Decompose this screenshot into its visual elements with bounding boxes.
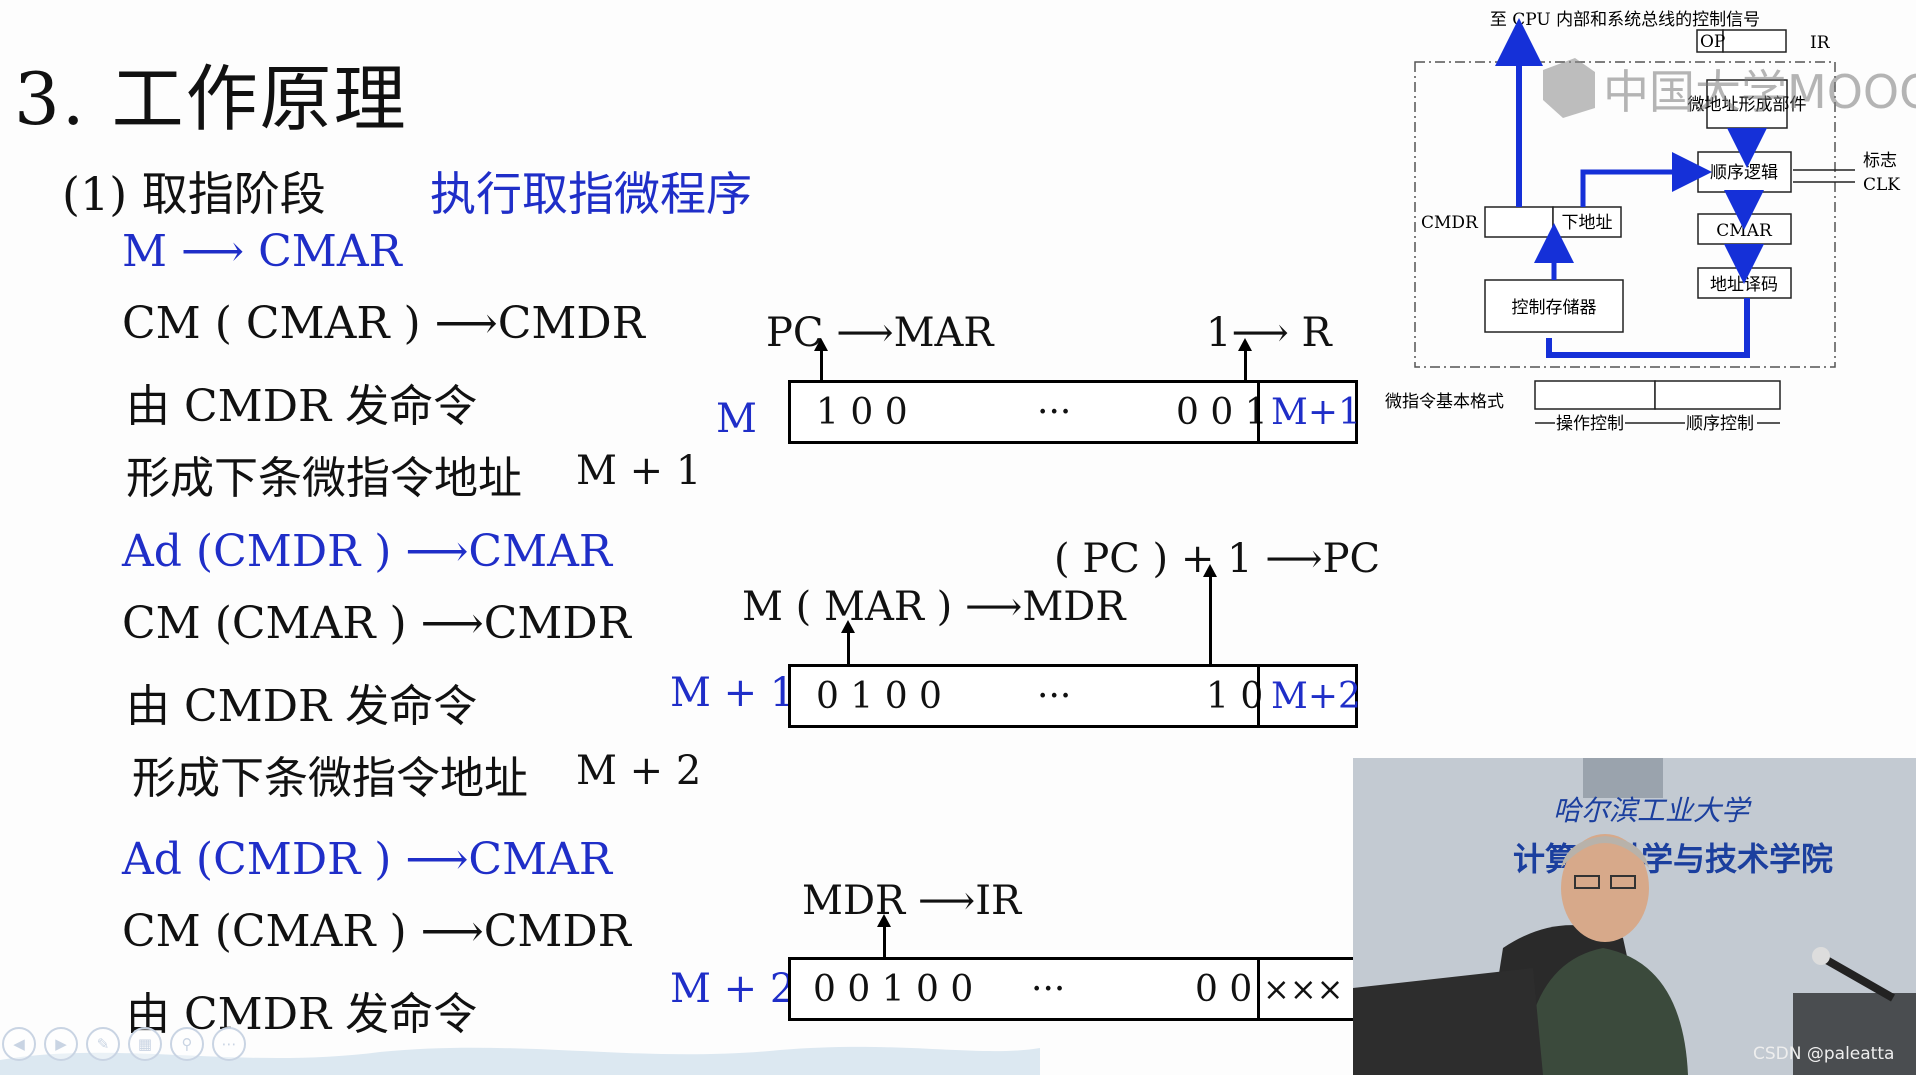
micro-op-set-r: 1⟶ R [1206,310,1332,356]
micro-address-m: M [716,396,757,442]
glasses-right [1610,875,1636,889]
clk-label: CLK [1863,175,1900,195]
school-emblem [1583,758,1663,798]
bits-right: 0 0 [1195,968,1253,1010]
flag-label: 标志 [1863,151,1897,171]
ir-register [1722,29,1787,53]
slide-title: 3. 工作原理 [14,57,408,141]
laptop [1353,968,1543,1075]
wave-shape [0,1046,1040,1075]
glasses-left [1574,875,1600,889]
watermark-text: 中国大学MOOC [1603,65,1916,119]
mooc-watermark: 中国大学MOOC [1543,58,1916,119]
step-next-address-1: 形成下条微指令地址 [126,453,522,504]
next-address-label: 下地址 [1562,213,1613,233]
address-generator [1706,79,1788,129]
lecturer-head [1561,834,1649,942]
control-store [1484,279,1624,333]
ellipsis: ··· [1037,675,1072,717]
field-divider [1257,960,1260,1018]
next-address-field: M+1 [1271,391,1361,433]
lecturer-hair [1561,836,1649,868]
sequence-logic-label: 顺序逻辑 [1710,163,1778,183]
address-generator-label: 微地址形成部件 [1688,95,1807,115]
step-issue-command-1: 由 CMDR 发命令 [126,381,478,432]
bits-left: 1 0 0 [816,391,908,433]
phase-note: 执行取指微程序 [430,167,752,221]
credit-text: CSDN @paleatta [1753,1044,1895,1064]
next-slide-icon[interactable]: ▶ [44,1027,78,1061]
slide-toolbar: ◀ ▶ ✎ ▦ ⚲ ⋯ [2,1027,246,1067]
arrow-up-pc-mar [814,338,828,380]
micro-op-mem-to-mdr: M ( MAR ) ⟶MDR [742,584,1126,630]
bits-left: 0 0 1 0 0 [813,968,974,1010]
microphone [1821,954,1895,1002]
control-signal-label: 至 CPU 内部和系统总线的控制信号 [1490,10,1760,30]
micro-op-pc-to-mar: PC ⟶MAR [766,310,994,356]
bits-left: 0 1 0 0 [816,675,942,717]
bottom-decoration [0,1046,1040,1075]
micro-op-pc-increment: ( PC ) + 1 ⟶PC [1054,536,1381,582]
arrow-up-pc-increment [1203,564,1217,665]
bits-right: 1 0 [1206,675,1264,717]
step-next-address-2: 形成下条微指令地址 [132,753,528,804]
micro-op-mdr-to-ir: MDR ⟶IR [802,878,1022,924]
next-address-field: M+2 [1271,675,1361,717]
next-address-value-2: M + 2 [576,748,702,794]
phase-label: (1) 取指阶段 [62,167,326,221]
op-label: OP [1700,32,1725,52]
department-sign-text: 计算机科学与技术学院 [1513,840,1833,878]
microinstruction-m: 1 0 0 ··· 0 0 1 M+1 [788,380,1361,444]
step-issue-command-2: 由 CMDR 发命令 [126,681,478,732]
decoder-to-store-path [1546,298,1750,358]
step-ad-cmdr-to-cmar-2: Ad (CMDR ) ⟶CMAR [122,834,613,885]
field-divider [1257,667,1260,725]
control-store-label: 控制存储器 [1512,298,1597,318]
lecturer-video-frame: 哈尔滨工业大学 计算机科学与技术学院 [1353,758,1916,1075]
cmdr-label: CMDR [1421,213,1479,233]
ellipsis: ··· [1031,968,1066,1010]
step-m-to-cmar: M ⟶ CMAR [122,226,402,277]
lecturer-video[interactable]: 哈尔滨工业大学 计算机科学与技术学院 [1353,758,1916,1075]
slides-grid-icon[interactable]: ▦ [128,1027,162,1061]
more-options-icon[interactable]: ⋯ [212,1027,246,1061]
format-op-field [1534,380,1656,410]
arrow-up-mdr-ir [877,914,891,958]
previous-slide-icon[interactable]: ◀ [2,1027,36,1061]
pen-icon[interactable]: ✎ [86,1027,120,1061]
format-seq-field [1654,380,1781,410]
step-cm-to-cmdr-1: CM ( CMAR ) ⟶CMDR [122,298,645,349]
cmar-label: CMAR [1716,221,1773,241]
step-ad-cmdr-to-cmar-1: Ad (CMDR ) ⟶CMAR [122,526,613,577]
address-decoder-label: 地址译码 [1710,275,1778,295]
step-cm-to-cmdr-2: CM (CMAR ) ⟶CMDR [122,598,631,649]
ellipsis: ··· [1037,391,1072,433]
next-address-path [1580,152,1712,207]
cmdr-control-field [1484,206,1554,238]
step-cm-to-cmdr-3: CM (CMAR ) ⟶CMDR [122,906,631,957]
micro-address-m1: M + 1 [670,670,796,716]
mooc-logo-icon [1543,58,1595,118]
desk-edge [1793,993,1916,1075]
zoom-icon[interactable]: ⚲ [170,1027,204,1061]
op-control-label: 操作控制 [1556,414,1624,434]
seq-control-label: 顺序控制 [1686,414,1754,434]
microphone-head [1812,947,1830,965]
arrow-up-mem-mdr [841,620,855,665]
school-sign-text: 哈尔滨工业大学 [1553,794,1752,827]
bits-right: 0 0 1 [1176,391,1268,433]
microinstruction-m2: 0 0 1 0 0 ··· 0 0 ××× [788,957,1358,1021]
lecturer-body [1523,948,1688,1075]
microinstruction-m1: 0 1 0 0 ··· 1 0 M+2 [788,664,1361,728]
field-divider [1257,383,1260,441]
next-address-field: ××× [1263,970,1344,1008]
format-label: 微指令基本格式 [1385,392,1504,412]
ir-label: IR [1810,33,1831,53]
arrow-up-set-r [1238,338,1252,380]
next-address-value-1: M + 1 [576,448,702,494]
micro-address-m2: M + 2 [670,966,796,1012]
microprogram-controller-diagram: 至 CPU 内部和系统总线的控制信号 OP IR 微地址形成部件 顺序逻辑 标志… [1385,10,1916,434]
controller-boundary [1414,61,1836,368]
